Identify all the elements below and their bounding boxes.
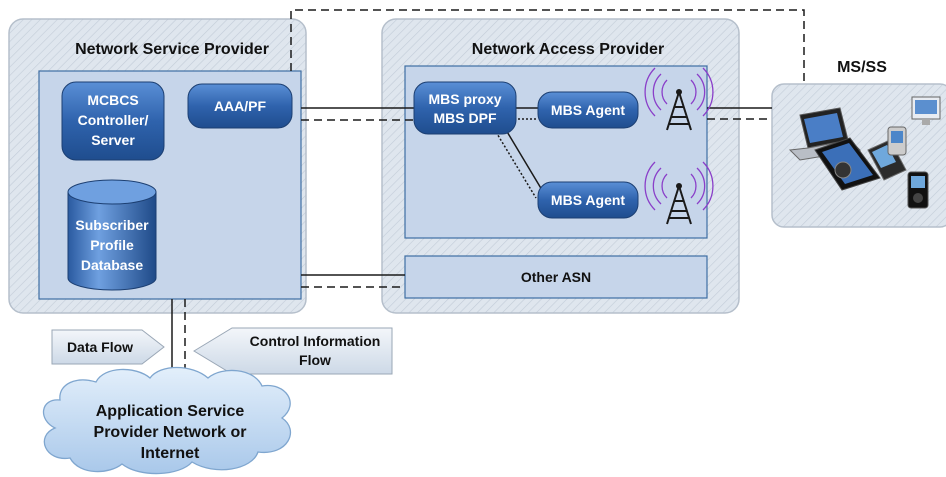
cloud-line1: Application Service <box>96 403 245 420</box>
antenna-icon <box>644 67 714 131</box>
data-flow-label: Data Flow <box>67 339 133 355</box>
ms-ss-title: MS/SS <box>837 59 887 76</box>
mcbcs-line1: MCBCS <box>87 92 138 108</box>
mcbcs-line3: Server <box>91 132 135 148</box>
mcbcs-controller-box: MCBCS Controller/ Server <box>61 81 165 161</box>
control-line1: Control Information <box>250 333 381 349</box>
cloud-line3: Internet <box>141 445 200 462</box>
control-line2: Flow <box>299 352 331 368</box>
aaa-pf-box: AAA/PF <box>187 83 293 129</box>
connections <box>171 9 805 380</box>
mbs-proxy-box: MBS proxy MBS DPF <box>413 81 517 135</box>
devices-icon <box>788 96 941 209</box>
agent1-label: MBS Agent <box>551 102 625 118</box>
other-asn-panel <box>404 255 708 299</box>
database-line1: Subscriber <box>75 217 149 233</box>
control-flow-legend: Control Information Flow <box>193 327 393 375</box>
agent2-label: MBS Agent <box>551 192 625 208</box>
other-asn-label: Other ASN <box>521 269 591 285</box>
cloud-icon: Application Service Provider Network or … <box>42 366 292 475</box>
mbs-agent-box-2: MBS Agent <box>537 181 639 219</box>
proxy-line2: MBS DPF <box>434 110 497 126</box>
aaa-label: AAA/PF <box>214 98 267 114</box>
database-icon: Subscriber Profile Database <box>67 179 157 291</box>
database-line2: Profile <box>90 237 134 253</box>
antenna-icon <box>644 161 714 225</box>
mbs-agent-box-1: MBS Agent <box>537 91 639 129</box>
database-line3: Database <box>81 257 143 273</box>
cloud-line2: Provider Network or <box>94 424 247 441</box>
mcbcs-line2: Controller/ <box>78 112 149 128</box>
proxy-line1: MBS proxy <box>428 91 501 107</box>
nap-title: Network Access Provider <box>472 41 664 58</box>
data-flow-legend: Data Flow <box>51 329 165 365</box>
nsp-title: Network Service Provider <box>75 41 269 58</box>
